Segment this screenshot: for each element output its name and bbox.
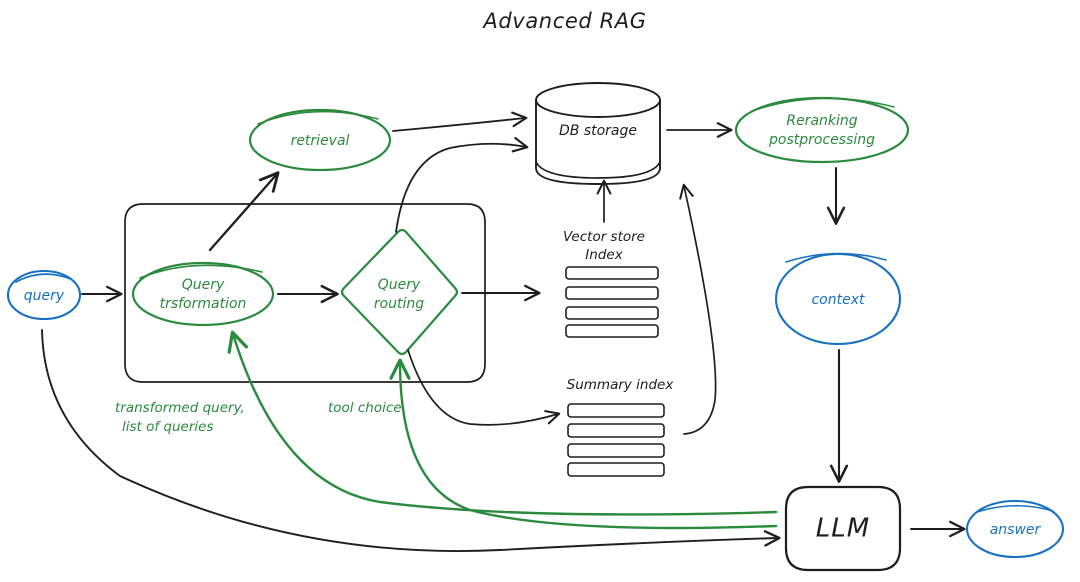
label-list-of-queries: list of queries bbox=[122, 419, 214, 435]
vector-store-index-label-line2: Index bbox=[585, 247, 623, 263]
vector-store-index-bar bbox=[565, 324, 659, 338]
page-title: Advanced RAG bbox=[481, 9, 646, 33]
vector-store-index-label-line1: Vector store bbox=[563, 229, 645, 245]
context-sketch-overstroke bbox=[785, 252, 887, 263]
query-transformation-label-line2: trsformation bbox=[160, 296, 247, 312]
pre-retrieval-group-box bbox=[124, 203, 486, 383]
reranking-sketch-overstroke bbox=[751, 97, 895, 112]
node-reranking-postprocessing[interactable]: Reranking postprocessing bbox=[734, 96, 910, 164]
query-ellipse-shape bbox=[6, 269, 82, 321]
summary-index-bar bbox=[567, 403, 665, 418]
edge-llm-to-transformation-feedback bbox=[227, 330, 778, 516]
label-transformed-query: transformed query, bbox=[115, 400, 245, 416]
db-storage-cylinder-bottom-arc bbox=[535, 161, 661, 179]
db-storage-label: DB storage bbox=[559, 123, 637, 139]
edge-routing-to-summary-index bbox=[407, 349, 561, 426]
query-transformation-label-line1: Query bbox=[182, 277, 225, 293]
edge-query-to-llm-feedback bbox=[41, 329, 781, 553]
edge-routing-to-db-storage bbox=[395, 136, 529, 233]
vector-store-index-bar bbox=[565, 286, 659, 300]
node-answer[interactable]: answer bbox=[965, 499, 1065, 559]
summary-index-label: Summary index bbox=[567, 377, 675, 393]
answer-ellipse-shape bbox=[965, 499, 1065, 559]
label-tool-choice: tool choice bbox=[328, 400, 402, 416]
llm-label: LLM bbox=[816, 514, 870, 544]
edge-retrieval-to-db-storage bbox=[392, 111, 528, 132]
retrieval-ellipse-shape bbox=[248, 108, 392, 172]
node-query-transformation[interactable]: Query trsformation bbox=[131, 261, 275, 327]
db-storage-cylinder-top bbox=[535, 82, 661, 118]
node-db-storage[interactable]: DB storage bbox=[535, 82, 661, 185]
answer-sketch-overstroke bbox=[976, 505, 1054, 513]
reranking-label-line1: Reranking bbox=[786, 113, 857, 129]
edge-summary-index-to-db-storage bbox=[679, 183, 717, 435]
vector-store-index-bar bbox=[565, 266, 659, 280]
answer-label: answer bbox=[990, 522, 1042, 538]
retrieval-label: retrieval bbox=[291, 133, 350, 149]
summary-index-bar bbox=[567, 443, 665, 458]
summary-index-group: Summary index bbox=[567, 377, 675, 477]
node-llm[interactable]: LLM bbox=[784, 485, 902, 572]
query-routing-label-line1: Query bbox=[378, 277, 421, 293]
node-context[interactable]: context bbox=[774, 252, 902, 346]
node-query[interactable]: query bbox=[6, 269, 82, 321]
vector-store-index-group: Vector store Index bbox=[563, 229, 659, 338]
summary-index-bar bbox=[567, 423, 665, 438]
context-label: context bbox=[811, 292, 865, 308]
query-label: query bbox=[24, 288, 65, 304]
edge-llm-to-routing-feedback bbox=[389, 358, 778, 530]
reranking-label-line2: postprocessing bbox=[768, 132, 875, 148]
llm-rect-shape bbox=[784, 485, 902, 572]
node-retrieval[interactable]: retrieval bbox=[248, 108, 392, 172]
query-transformation-sketch-overstroke bbox=[139, 264, 263, 279]
query-transformation-ellipse-shape bbox=[131, 261, 275, 327]
summary-index-bar bbox=[567, 462, 665, 477]
query-routing-label-line2: routing bbox=[374, 296, 424, 312]
vector-store-index-bar bbox=[565, 306, 659, 320]
query-ellipse-sketch-overstroke bbox=[15, 273, 72, 283]
query-routing-diamond-shape bbox=[340, 228, 459, 356]
edge-transformation-to-retrieval bbox=[208, 171, 280, 252]
retrieval-sketch-overstroke bbox=[257, 110, 379, 125]
node-query-routing[interactable]: Query routing bbox=[340, 228, 459, 356]
